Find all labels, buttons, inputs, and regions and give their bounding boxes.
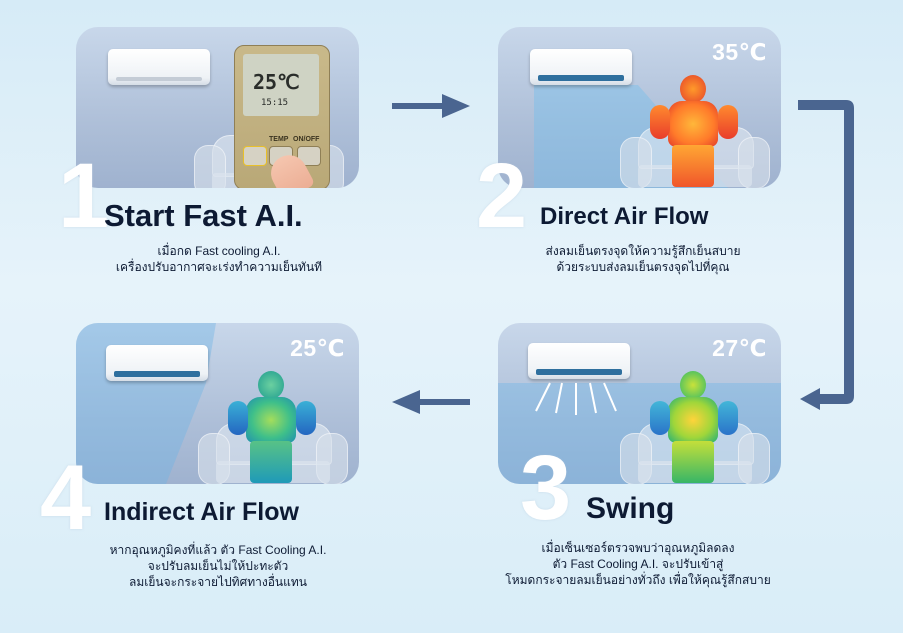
step-title: Direct Air Flow	[540, 203, 709, 230]
air-conditioner-unit	[108, 49, 210, 85]
step-2-panel: 35℃	[498, 27, 781, 188]
temp-button-label: TEMP	[269, 136, 289, 143]
person-hot-icon	[648, 75, 740, 187]
arrow-down-return-icon	[798, 100, 854, 410]
air-conditioner-unit	[106, 345, 208, 381]
fast-cooling-button[interactable]	[243, 146, 267, 166]
person-cool-icon	[226, 371, 318, 483]
step-3-panel: 27℃	[498, 323, 781, 484]
desc-line: หากอุณหภูมิคงที่แล้ว ตัว Fast Cooling A.…	[109, 543, 327, 557]
arrow-right-icon	[392, 103, 444, 109]
step-1-panel: 25℃ 15:15 TEMP ON/OFF	[76, 27, 359, 188]
desc-line: เครื่องปรับอากาศจะเร่งทำความเย็นทันที	[115, 260, 323, 274]
step-description: หากอุณหภูมิคงที่แล้ว ตัว Fast Cooling A.…	[80, 542, 356, 590]
onoff-button-label: ON/OFF	[293, 136, 320, 143]
remote-screen: 25℃ 15:15	[243, 54, 319, 116]
desc-line: ตัว Fast Cooling A.I. จะปรับเข้าสู่	[552, 557, 724, 571]
air-conditioner-unit	[530, 49, 632, 85]
arrow-left-icon	[418, 399, 470, 405]
room-temperature: 35℃	[712, 39, 767, 65]
desc-line: ลมเย็นจะกระจายไปทิศทางอื่นแทน	[129, 575, 307, 589]
desc-line: โหมดกระจายลมเย็นอย่างทั่วถึง เพื่อให้คุณ…	[505, 573, 771, 587]
step-number: 4	[40, 447, 92, 549]
step-number: 3	[520, 437, 572, 539]
remote-display-sub: 15:15	[261, 98, 289, 108]
desc-line: ส่งลมเย็นตรงจุดให้ความรู้สึกเย็นสบาย	[545, 244, 741, 258]
step-title: Indirect Air Flow	[104, 498, 299, 526]
step-description: เมื่อกด Fast cooling A.I. เครื่องปรับอาก…	[106, 243, 332, 275]
arrow-right-icon	[442, 94, 470, 118]
arrow-left-icon	[392, 390, 420, 414]
step-number: 1	[58, 145, 110, 247]
remote-display-temp: 25℃	[253, 70, 300, 94]
desc-line: เมื่อกด Fast cooling A.I.	[157, 244, 281, 258]
step-title: Swing	[586, 492, 675, 525]
desc-line: ด้วยระบบส่งลมเย็นตรงจุดไปที่คุณ	[556, 260, 730, 274]
desc-line: เมื่อเซ็นเซอร์ตรวจพบว่าอุณหภูมิลดลง	[541, 541, 735, 555]
step-4-panel: 25℃	[76, 323, 359, 484]
step-number: 2	[476, 145, 528, 247]
air-conditioner-unit	[528, 343, 630, 379]
step-title: Start Fast A.I.	[104, 198, 303, 233]
step-description: ส่งลมเย็นตรงจุดให้ความรู้สึกเย็นสบาย ด้ว…	[520, 243, 766, 275]
step-description: เมื่อเซ็นเซอร์ตรวจพบว่าอุณหภูมิลดลง ตัว …	[480, 540, 796, 588]
desc-line: จะปรับลมเย็นไม่ให้ปะทะตัว	[147, 559, 289, 573]
person-warm-icon	[648, 371, 740, 483]
room-temperature: 25℃	[290, 335, 345, 361]
room-temperature: 27℃	[712, 335, 767, 361]
